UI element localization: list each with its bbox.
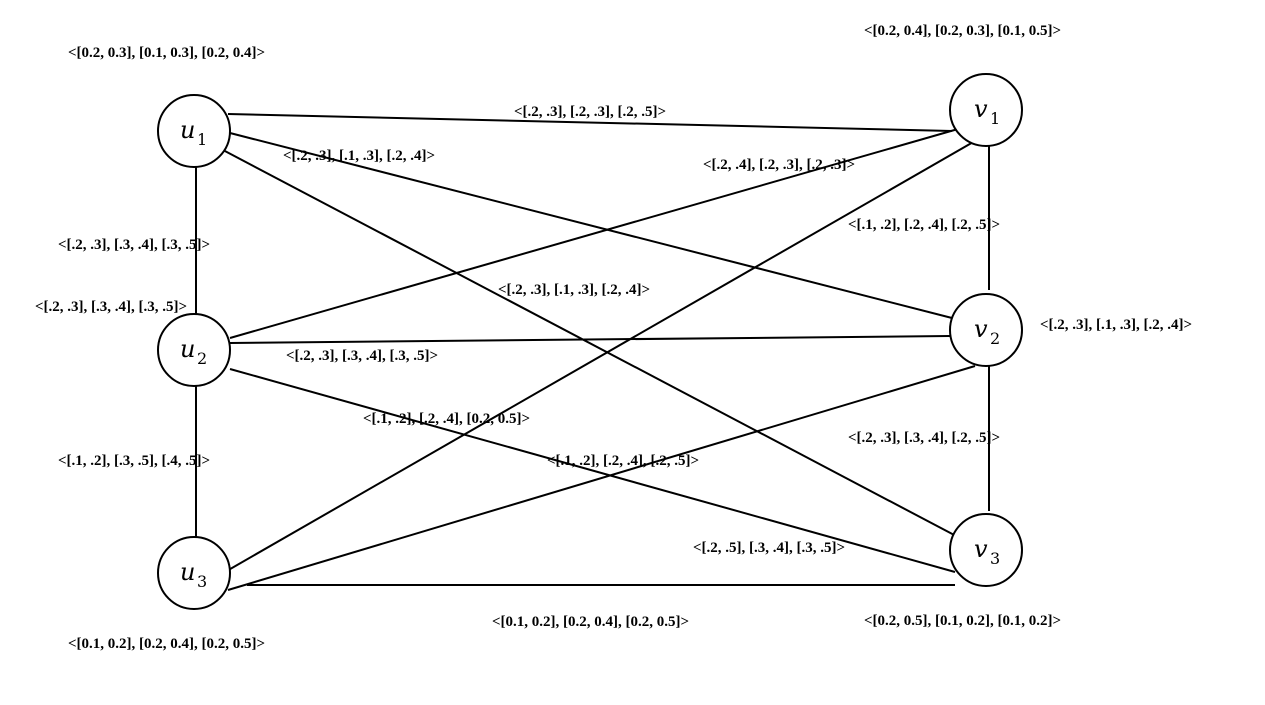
node-u1-value-label: <[0.2, 0.3], [0.1, 0.3], [0.2, 0.4]>: [68, 45, 265, 61]
node-v3-value-label: <[0.2, 0.5], [0.1, 0.2], [0.1, 0.2]>: [864, 613, 1061, 629]
node-u3: u 3: [157, 536, 231, 610]
node-v3: v 3: [949, 513, 1023, 587]
edge-u1-v2: [229, 132, 953, 319]
edge-u1-v1: [227, 113, 953, 132]
edge-u3-v2: [227, 365, 976, 591]
edge-u3-v2-label: <[.2, .5], [.3, .4], [.3, .5]>: [693, 540, 845, 556]
edge-u1-v2-label: <[.2, .3], [.1, .3], [.2, .4]>: [283, 148, 435, 164]
node-u2-letter: u: [180, 335, 195, 363]
edge-u3-v1: [224, 140, 976, 573]
edge-u3-v3-label: <[0.1, 0.2], [0.2, 0.4], [0.2, 0.5]>: [492, 614, 689, 630]
node-u2-value-label: <[.2, .3], [.3, .4], [.3, .5]>: [35, 299, 187, 315]
node-v3-subscript: 3: [990, 549, 1000, 568]
node-v2: v 2: [949, 293, 1023, 367]
node-u1: u 1: [157, 94, 231, 168]
node-u2-subscript: 2: [197, 349, 207, 368]
edge-u2-v1-label: <[.2, .4], [.2, .3], [.2, .3]>: [703, 157, 855, 173]
edge-u1-v3: [222, 149, 959, 538]
node-u3-letter: u: [180, 558, 195, 586]
edge-u1-u2-label: <[.2, .3], [.3, .4], [.3, .5]>: [58, 237, 210, 253]
edge-u2-v1: [229, 128, 959, 339]
node-v2-subscript: 2: [990, 329, 1000, 348]
edge-u1-v3-label: <[.2, .3], [.1, .3], [.2, .4]>: [498, 282, 650, 298]
node-v2-value-label: <[.2, .3], [.1, .3], [.2, .4]>: [1040, 317, 1192, 333]
node-v1-letter: v: [974, 95, 988, 123]
node-v1-subscript: 1: [990, 109, 1000, 128]
node-u1-subscript: 1: [197, 130, 207, 149]
edge-v2-v3-label: <[.2, .3], [.3, .4], [.2, .5]>: [848, 430, 1000, 446]
node-u3-value-label: <[0.1, 0.2], [0.2, 0.4], [0.2, 0.5]>: [68, 636, 265, 652]
edge-u2-v2: [229, 335, 951, 344]
edge-u3-v1-label: <[.1, .2], [.2, .4], [0.2, 0.5]>: [363, 411, 530, 427]
edge-u2-v2-label: <[.2, .3], [.3, .4], [.3, .5]>: [286, 348, 438, 364]
node-u3-subscript: 3: [197, 572, 207, 591]
node-u1-letter: u: [180, 116, 195, 144]
node-v1: v 1: [949, 73, 1023, 147]
edge-u2-v3-label: <[.1, .2], [.2, .4], [.2, .5]>: [547, 453, 699, 469]
node-u2: u 2: [157, 313, 231, 387]
edge-u2-u3-label: <[.1, .2], [.3, .5], [.4, .5]>: [58, 453, 210, 469]
node-v1-value-label: <[0.2, 0.4], [0.2, 0.3], [0.1, 0.5]>: [864, 23, 1061, 39]
node-v2-letter: v: [974, 315, 988, 343]
edge-v1-v2-label: <[.1, .2], [.2, .4], [.2, .5]>: [848, 217, 1000, 233]
edge-u1-v1-label: <[.2, .3], [.2, .3], [.2, .5]>: [514, 104, 666, 120]
node-v3-letter: v: [974, 535, 988, 563]
edge-u2-v3: [229, 368, 956, 573]
